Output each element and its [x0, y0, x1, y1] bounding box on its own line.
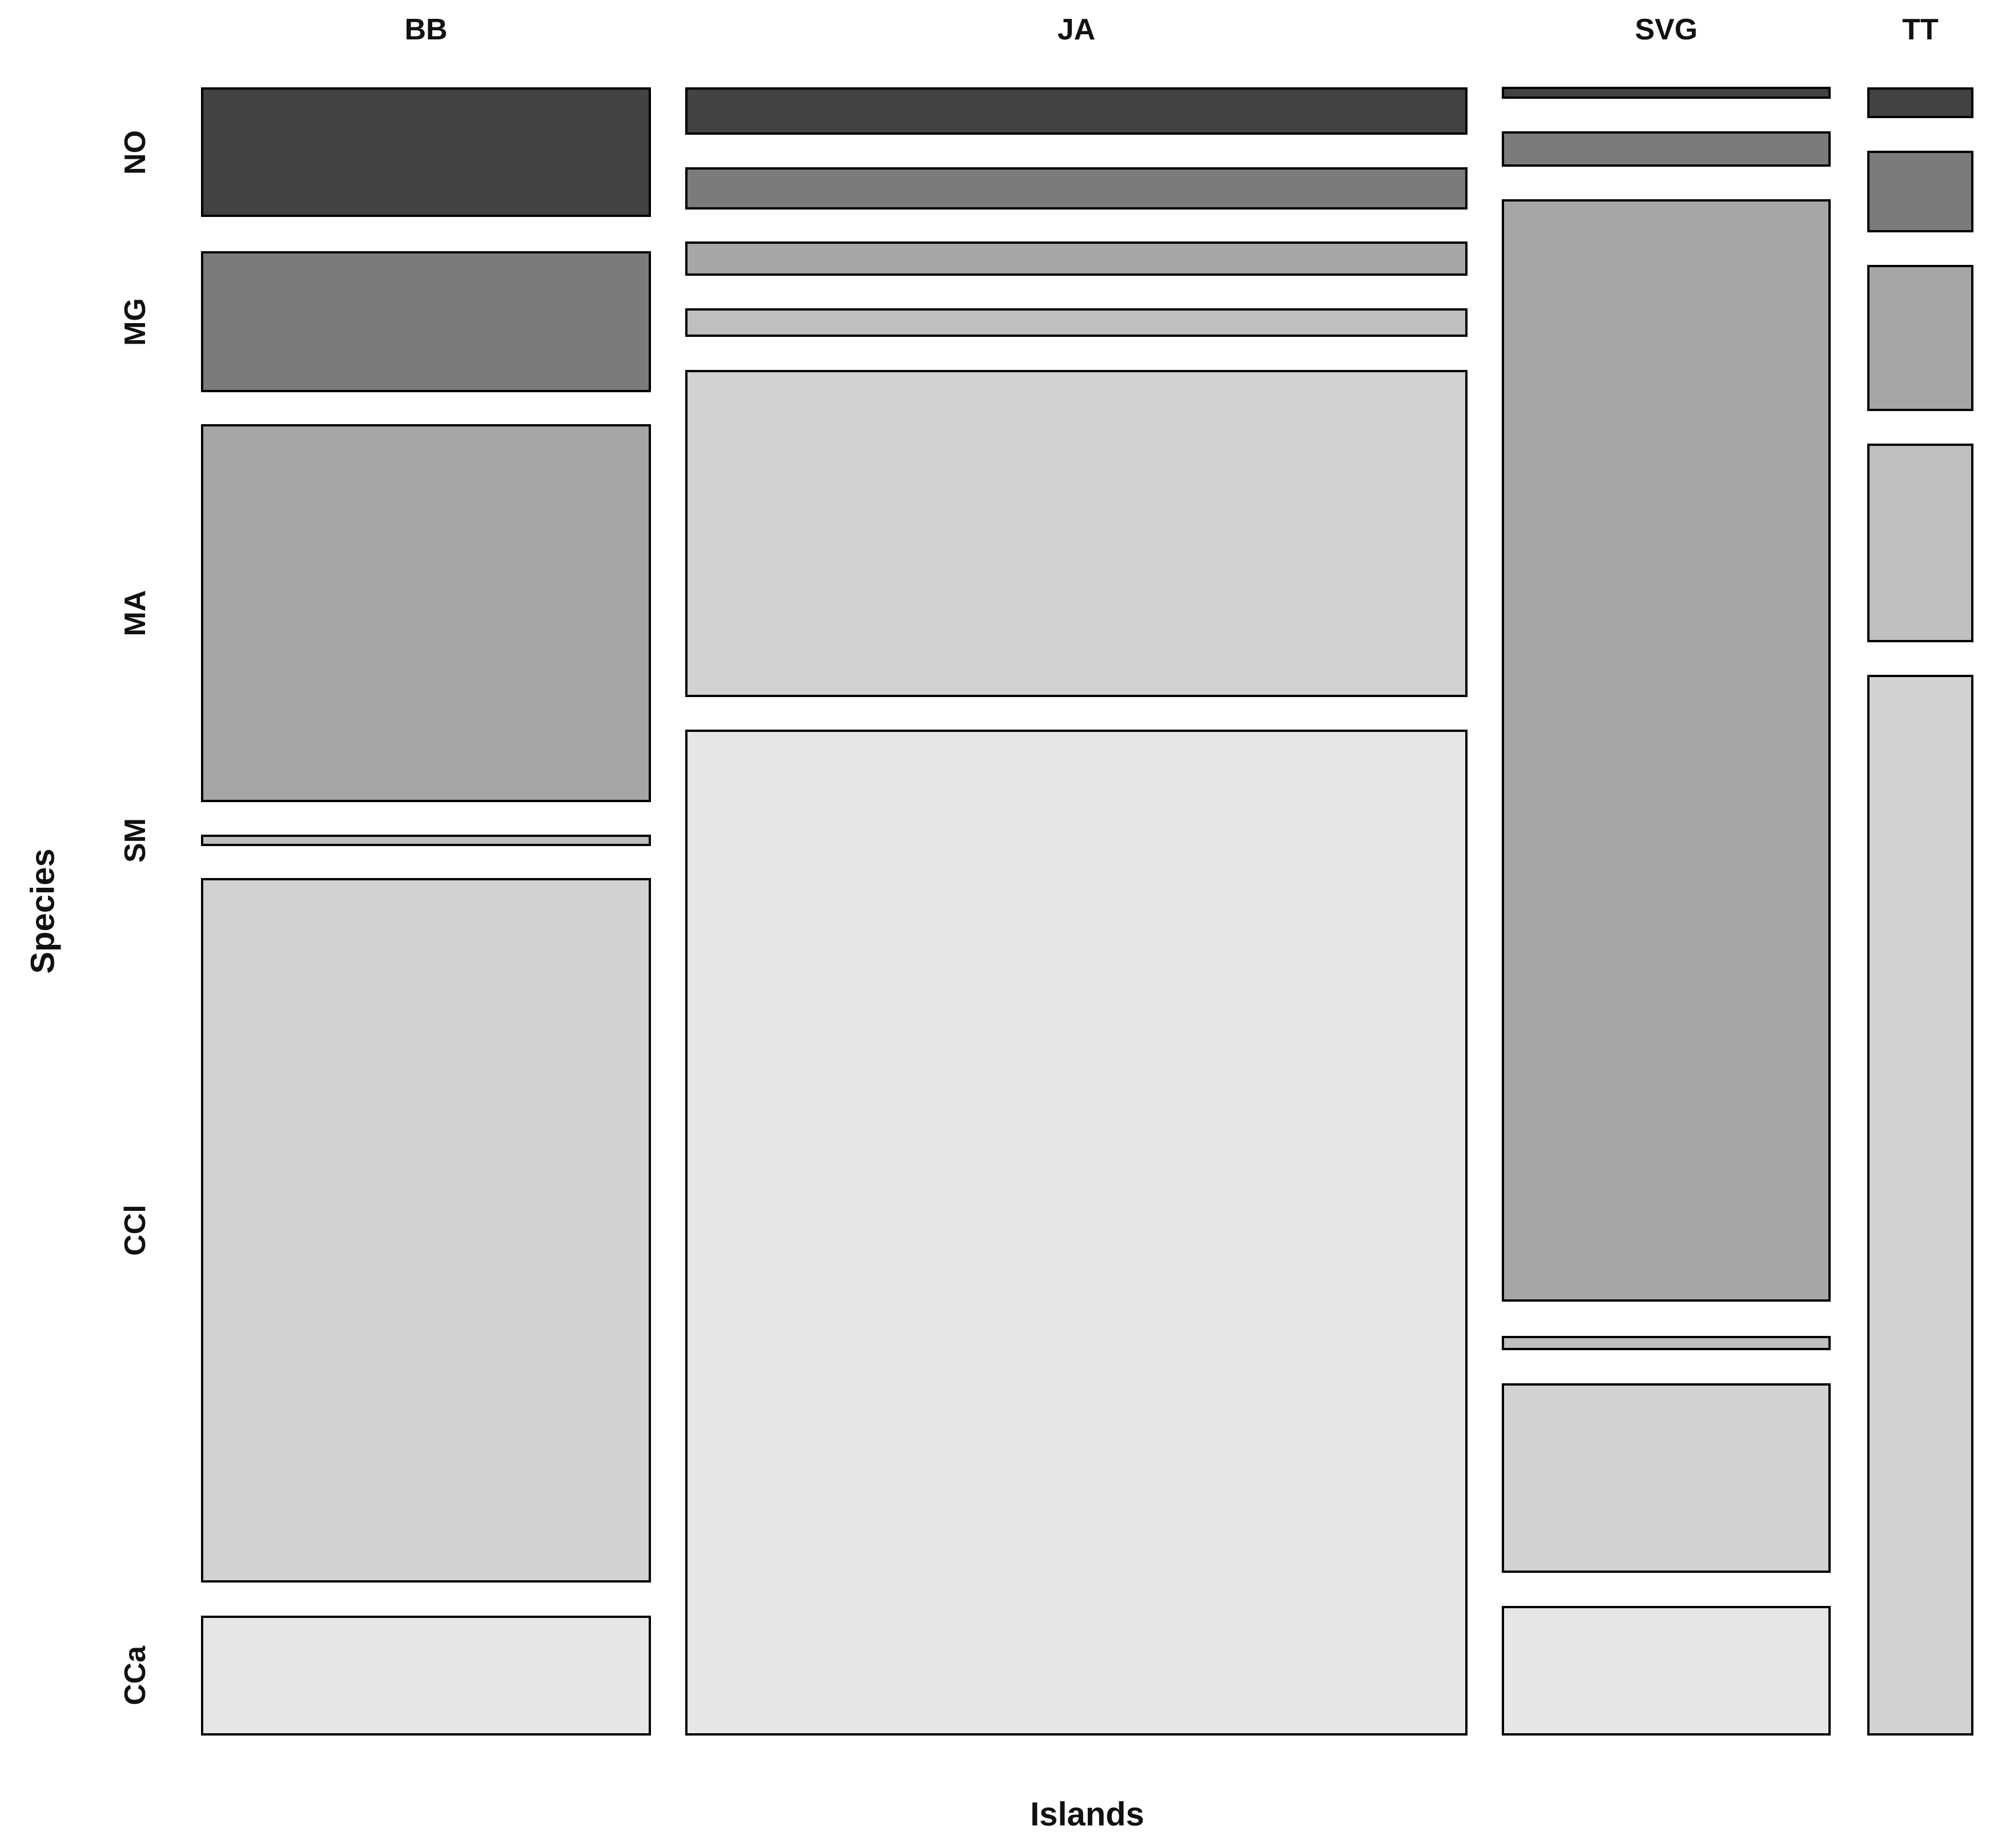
cell-TT-CCl: [1867, 675, 1973, 1736]
cell-BB-CCl: [201, 878, 651, 1583]
cell-SVG-NO: [1502, 87, 1831, 99]
cell-BB-SM: [201, 835, 651, 846]
row-label-MA: MA: [119, 590, 152, 637]
y-axis-title: Species: [24, 848, 62, 974]
column-label-SVG: SVG: [1635, 13, 1698, 46]
row-label-CCa: CCa: [119, 1645, 152, 1706]
cell-SVG-MG: [1502, 131, 1831, 167]
cell-JA-CCa: [685, 730, 1468, 1736]
x-axis-title: Islands: [1030, 1795, 1144, 1833]
cell-SVG-MA: [1502, 199, 1831, 1302]
cell-TT-NO: [1867, 87, 1973, 118]
row-label-CCl: CCl: [119, 1205, 152, 1256]
cell-BB-MG: [201, 251, 651, 392]
column-label-BB: BB: [404, 13, 448, 46]
cell-TT-MG: [1867, 151, 1973, 232]
cell-JA-NO: [685, 87, 1468, 135]
cell-BB-CCa: [201, 1616, 651, 1736]
row-label-SM: SM: [119, 818, 152, 863]
cell-BB-NO: [201, 87, 651, 217]
cell-SVG-SM: [1502, 1336, 1831, 1350]
cell-JA-SM: [685, 308, 1468, 337]
cell-SVG-CCa: [1502, 1606, 1831, 1736]
row-label-MG: MG: [119, 298, 152, 346]
cell-BB-MA: [201, 424, 651, 802]
column-label-JA: JA: [1057, 13, 1096, 46]
column-label-TT: TT: [1902, 13, 1939, 46]
cell-TT-SM: [1867, 444, 1973, 642]
cell-SVG-CCl: [1502, 1383, 1831, 1573]
cell-TT-MA: [1867, 265, 1973, 411]
row-label-NO: NO: [119, 130, 152, 175]
cell-JA-CCl: [685, 370, 1468, 697]
cell-JA-MA: [685, 241, 1468, 276]
cell-JA-MG: [685, 167, 1468, 210]
